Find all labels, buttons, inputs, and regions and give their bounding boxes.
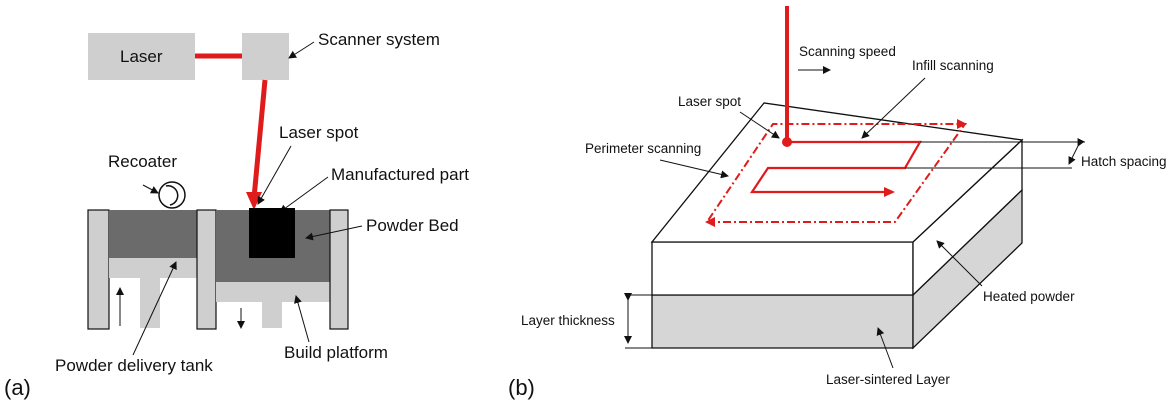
laser-spot-dot [782,137,792,147]
powder-delivery-tank-pointer [132,261,177,356]
powder-delivery-tank-label: Powder delivery tank [55,356,213,375]
laser-beam-diagonal [251,79,268,199]
layer-thickness-label: Layer thickness [521,313,615,328]
heated-powder-top [650,102,1024,243]
recoater-roller-icon [158,181,186,209]
scanner-pointer [288,41,315,59]
panel-a: Laser Scanner system Laser spot Recoater… [4,30,469,400]
perimeter-arrowhead-2 [705,217,715,227]
laser-sintered-layer-pointer [876,327,894,369]
build-platform-rod [262,302,282,328]
powder-bed-label: Powder Bed [366,216,459,235]
infill-scan-path [749,140,922,194]
infill-scanning-pointer [861,77,926,139]
heated-powder-label: Heated powder [983,289,1075,304]
recoater-label: Recoater [108,152,177,171]
panel-a-tag: (a) [4,375,31,400]
build-platform [216,282,330,302]
left-outer-wall [87,209,110,330]
perimeter-scanning-pointer [659,159,729,179]
scanner-box [242,33,289,80]
delivery-tank-powder [109,210,197,258]
hatch-spacing-label: Hatch spacing [1081,154,1167,169]
laser-sintered-layer-label: Laser-sintered Layer [826,372,950,387]
manufactured-part-label: Manufactured part [331,165,469,184]
build-platform-pointer [294,295,310,343]
laser-spot-pointer [257,145,292,205]
scanning-speed-label: Scanning speed [799,44,896,59]
manufactured-part [249,208,295,258]
manufactured-part-pointer [279,176,329,213]
panel-b-tag: (b) [508,375,535,400]
perimeter-arrowhead-1 [957,119,967,129]
laser-spot-label-b: Laser spot [678,94,741,109]
laser-box [88,33,195,80]
infill-scanning-label: Infill scanning [912,58,994,73]
laser-spot-label: Laser spot [279,123,359,142]
scanner-label: Scanner system [318,30,440,49]
heated-powder-pointer [936,240,983,287]
build-platform-label: Build platform [284,343,388,362]
panel-b: Scanning speed Infill scanning Laser spo… [508,6,1167,400]
middle-wall [196,209,217,330]
powder-bed-pointer [305,225,363,241]
laser-label: Laser [120,47,163,66]
right-outer-wall [329,209,349,330]
infill-arrowhead [884,187,895,197]
recoater-pointer [142,184,159,194]
delivery-piston-rod [140,278,160,328]
perimeter-scanning-label: Perimeter scanning [585,141,701,156]
sintered-layer-front [651,294,914,349]
hatch-spacing-arrow [1068,137,1085,165]
heated-powder-front [651,241,914,296]
laser-spot-pointer-b [739,111,780,139]
recoater-arc [165,185,179,206]
delivery-piston [109,258,197,278]
